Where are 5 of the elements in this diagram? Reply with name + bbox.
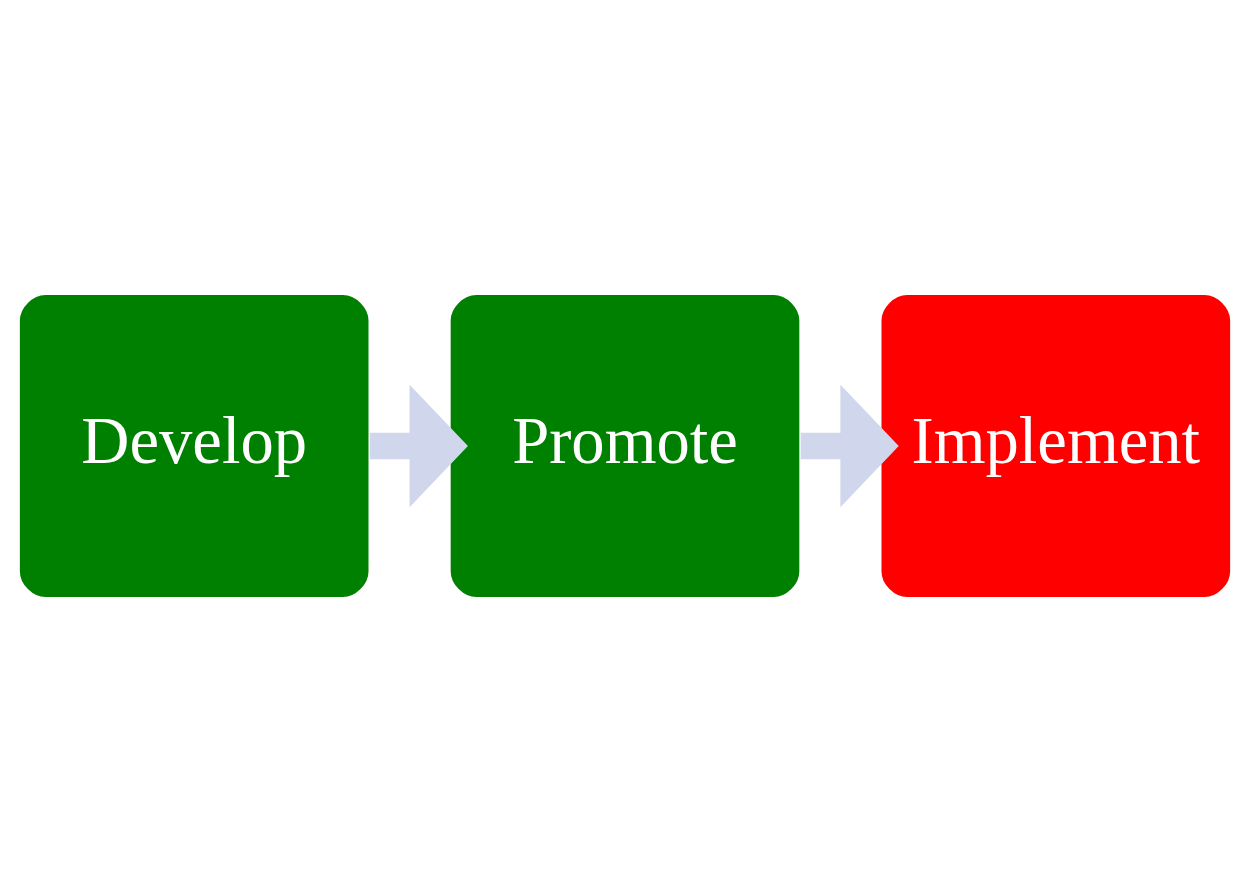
node-box: Promote <box>448 292 802 599</box>
node-box: Implement <box>879 292 1233 599</box>
arrow <box>369 384 468 507</box>
node-box: Develop <box>17 292 371 599</box>
arrow <box>800 384 899 507</box>
